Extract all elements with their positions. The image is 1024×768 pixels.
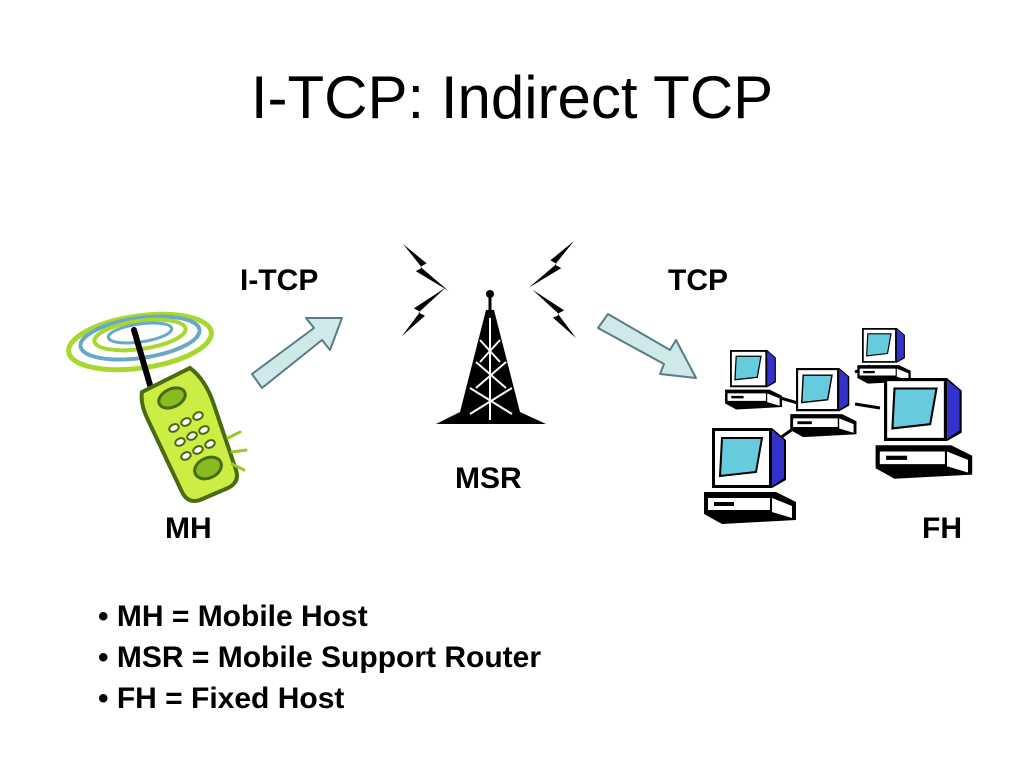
lightning-bolt-icon bbox=[393, 244, 458, 291]
lightning-bolt-icon bbox=[392, 287, 456, 336]
radio-tower-icon bbox=[392, 241, 586, 424]
arrow-icon-tcp bbox=[597, 313, 697, 379]
arrow-icon-itcp bbox=[251, 317, 343, 389]
label-tcp: TCP bbox=[668, 264, 728, 297]
desktop-computer-icon bbox=[856, 327, 912, 385]
desktop-computer-icon bbox=[789, 367, 858, 438]
legend-item-fh: FH = Fixed Host bbox=[98, 678, 541, 719]
label-fh: FH bbox=[922, 512, 962, 545]
slide-title: I-TCP: Indirect TCP bbox=[250, 64, 774, 131]
desktop-computer-icon bbox=[703, 427, 797, 525]
legend-list: MH = Mobile Host MSR = Mobile Support Ro… bbox=[98, 596, 541, 719]
mobile-phone-icon bbox=[66, 311, 248, 503]
lightning-bolt-icon bbox=[522, 289, 586, 338]
desktop-computer-icon bbox=[874, 376, 974, 480]
legend-item-mh: MH = Mobile Host bbox=[98, 596, 541, 637]
fixed-host-network bbox=[703, 327, 974, 525]
lightning-bolt-icon bbox=[519, 241, 584, 288]
label-itcp: I-TCP bbox=[240, 264, 319, 297]
desktop-computer-icon bbox=[724, 349, 783, 411]
label-mh: MH bbox=[165, 512, 212, 545]
legend-item-msr: MSR = Mobile Support Router bbox=[98, 637, 541, 678]
label-msr: MSR bbox=[455, 462, 522, 495]
